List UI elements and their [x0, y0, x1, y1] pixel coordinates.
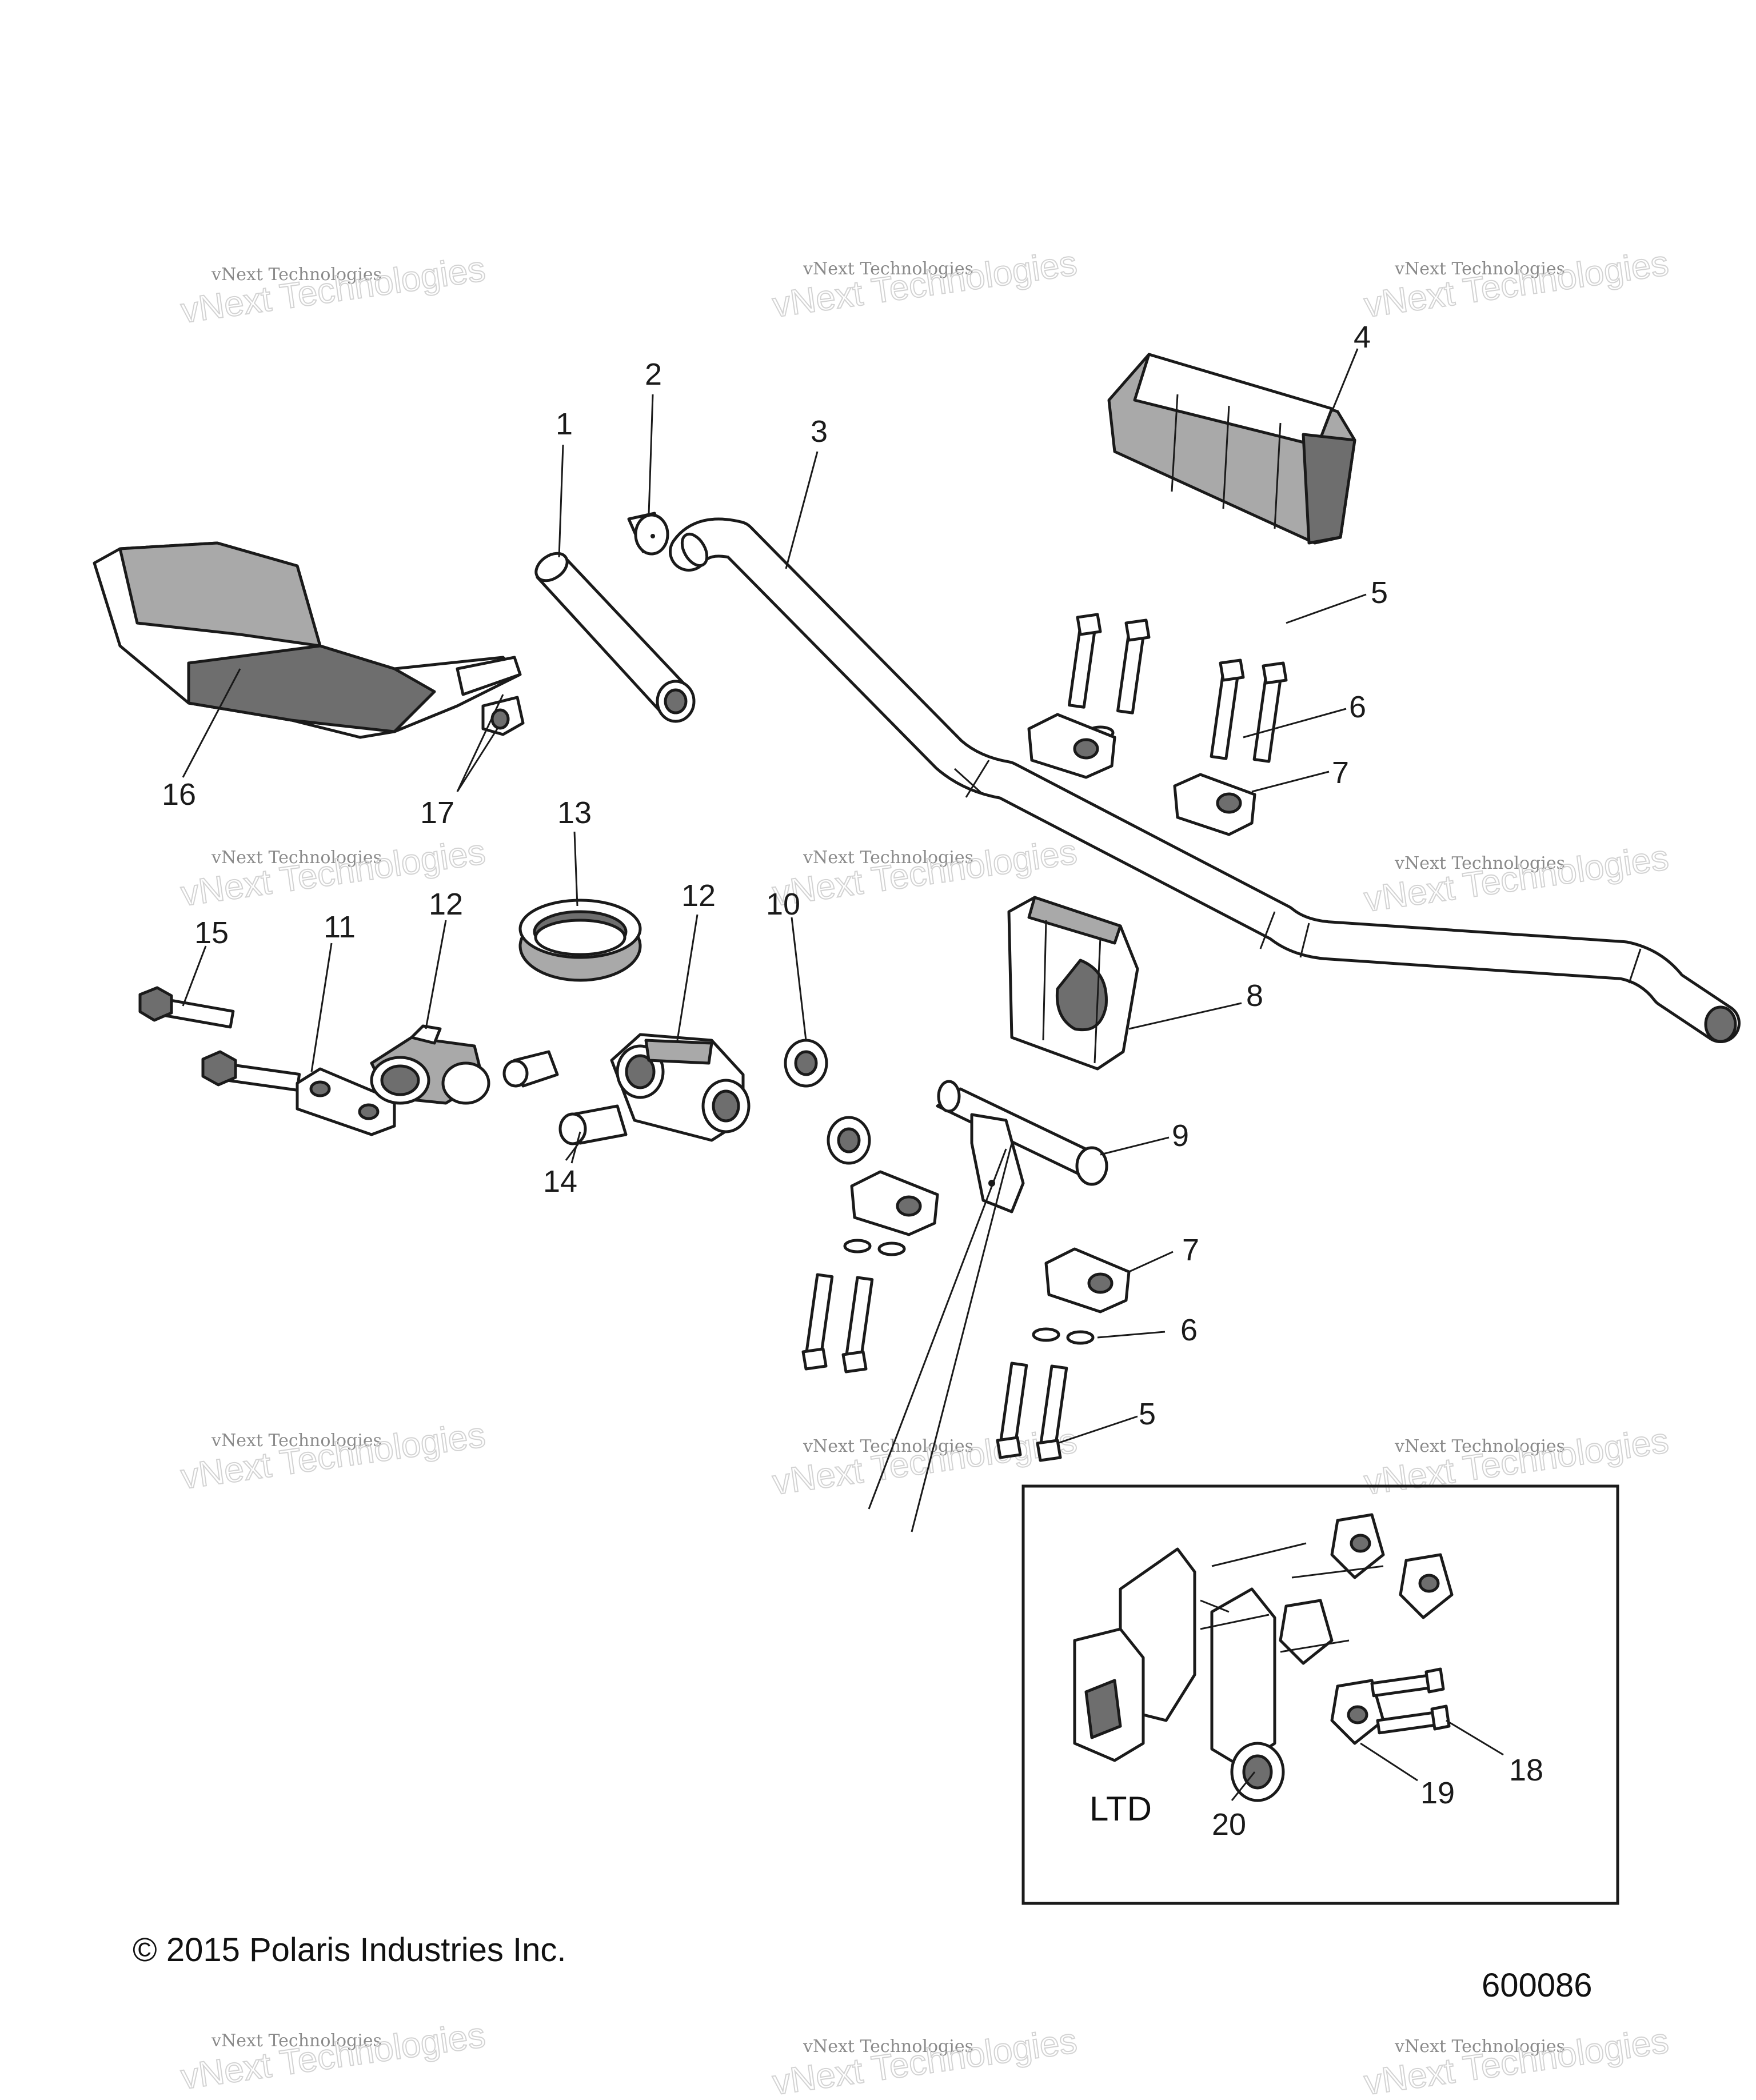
riser-cap-7-lower-a — [850, 1170, 939, 1236]
svg-text:vNext Technologies: vNext Technologies — [1394, 1436, 1565, 1456]
handlebar — [669, 517, 1741, 1043]
handguard-clamp — [481, 696, 525, 736]
callout-12b: 12 — [681, 879, 716, 913]
bolt-5-lower-d — [1036, 1364, 1068, 1462]
adjustable-riser-20 — [1073, 1547, 1285, 1802]
callout-1: 1 — [556, 407, 573, 441]
svg-text:vNext Technologies: vNext Technologies — [803, 259, 973, 279]
svg-text:vNext Technologies: vNext Technologies — [803, 1436, 973, 1456]
callout-2: 2 — [645, 357, 662, 392]
callout-19: 19 — [1420, 1776, 1455, 1810]
bolt-5-upper-b — [1116, 618, 1151, 714]
callout-17: 17 — [420, 796, 454, 830]
callout-5b: 5 — [1139, 1397, 1156, 1431]
ltd-inset — [1021, 1484, 1619, 1905]
spacer-14a — [502, 1050, 559, 1088]
bolt-5-upper-d — [1252, 661, 1288, 763]
callout-14: 14 — [543, 1164, 577, 1199]
svg-text:vNext Technologies: vNext Technologies — [211, 848, 382, 868]
flange-nut-10b — [827, 1116, 871, 1165]
handguard — [93, 541, 522, 739]
bolt-15a — [138, 986, 235, 1029]
callout-6b: 6 — [1180, 1313, 1198, 1347]
svg-text:vNext Technologies: vNext Technologies — [1394, 2037, 1565, 2057]
callout-4: 4 — [1354, 320, 1371, 354]
callout-9: 9 — [1172, 1119, 1189, 1153]
svg-text:vNext Technologies: vNext Technologies — [803, 848, 973, 868]
mount-plate — [296, 1067, 396, 1136]
bolt-5-upper-c — [1210, 658, 1245, 760]
bolt-5-lower-c — [996, 1362, 1028, 1459]
callout-20: 20 — [1212, 1807, 1246, 1842]
t-bracket — [868, 1080, 1108, 1532]
crossbar-pad — [1107, 353, 1356, 545]
svg-text:vNext Technologies: vNext Technologies — [211, 1431, 382, 1451]
svg-text:vNext Technologies: vNext Technologies — [1394, 259, 1565, 279]
inset-label: LTD — [1089, 1790, 1152, 1828]
callout-6a: 6 — [1349, 690, 1366, 724]
inset-bolts-18 — [1370, 1667, 1451, 1735]
spacer-ring — [518, 899, 642, 982]
bar-clamp-12a — [370, 1024, 490, 1105]
callout-10: 10 — [766, 887, 800, 921]
callout-5a: 5 — [1371, 576, 1388, 610]
riser-block — [1007, 896, 1139, 1071]
leader-lines — [182, 348, 1504, 1801]
drawing-number: 600086 — [1482, 1967, 1593, 2004]
bar-end-plug — [627, 512, 669, 556]
callout-7a: 7 — [1332, 756, 1349, 790]
svg-text:vNext Technologies: vNext Technologies — [1394, 853, 1565, 873]
bolt-5-upper-a — [1068, 613, 1102, 709]
callout-18: 18 — [1509, 1753, 1543, 1787]
svg-text:vNext Technologies: vNext Technologies — [803, 2037, 973, 2057]
riser-clamps-19 — [1279, 1513, 1454, 1745]
svg-text:vNext Technologies: vNext Technologies — [211, 265, 382, 285]
callout-12a: 12 — [429, 887, 463, 921]
callout-labels: 1 2 3 4 5 6 7 8 9 10 11 12 12 13 14 15 1… — [162, 320, 1543, 1842]
callout-15: 15 — [194, 916, 229, 950]
grip — [534, 552, 696, 723]
washers-6-lower — [843, 1239, 1095, 1345]
callout-11: 11 — [324, 910, 356, 944]
bolt-5-lower-b — [841, 1276, 874, 1374]
flange-nut-10a — [784, 1039, 828, 1088]
callout-3: 3 — [811, 414, 828, 449]
riser-cap-7-upper-a — [1027, 713, 1116, 779]
riser-cap-7-lower-b — [1044, 1247, 1131, 1314]
callout-7b: 7 — [1182, 1233, 1199, 1267]
callout-8: 8 — [1246, 979, 1263, 1013]
callout-13: 13 — [557, 796, 592, 830]
spacer-14b — [558, 1104, 628, 1145]
bolt-5-lower-a — [801, 1273, 834, 1371]
riser-cap-7-upper-b — [1173, 773, 1256, 836]
svg-text:vNext Technologies: vNext Technologies — [211, 2031, 382, 2051]
bar-clamp-12b — [610, 1033, 751, 1142]
copyright-notice: © 2015 Polaris Industries Inc. — [133, 1931, 566, 1969]
callout-16: 16 — [162, 777, 196, 812]
